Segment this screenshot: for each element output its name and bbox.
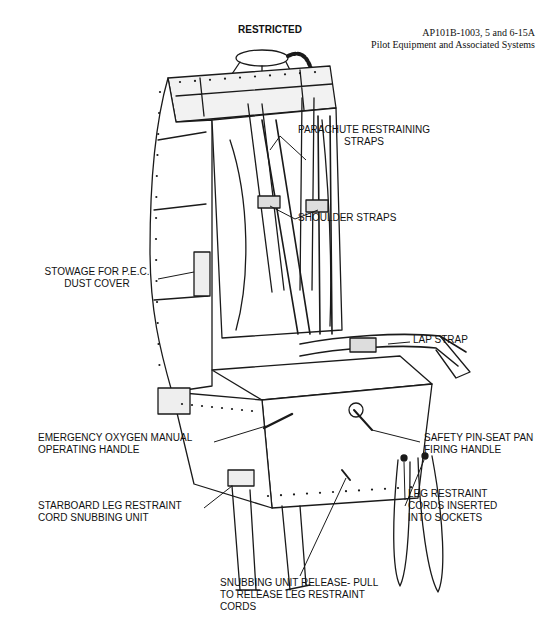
rivet: [306, 493, 308, 495]
strap-buckle: [258, 196, 280, 208]
rivet: [155, 217, 157, 219]
seat-rail: [232, 486, 306, 590]
rivet: [191, 404, 193, 406]
rivet: [156, 154, 158, 156]
rivet: [194, 80, 196, 82]
part-label: SHOULDER STRAPS: [298, 212, 418, 224]
rivet: [155, 259, 157, 261]
rivet: [280, 494, 282, 496]
rivet: [239, 77, 241, 79]
part-label: LEG RESTRAINT CORDS INSERTED INTO SOCKET…: [408, 488, 510, 524]
leader-line: [158, 272, 194, 279]
rivet: [155, 280, 157, 282]
dust-cover-stowage: [194, 252, 210, 296]
part-label: SAFETY PIN-SEAT PAN FIRING HANDLE: [424, 432, 534, 456]
rivet: [231, 408, 233, 410]
page-header: AP101B-1003, 5 and 6-15A: [350, 27, 535, 39]
rivet: [156, 301, 158, 303]
rivet: [332, 491, 334, 493]
oxygen-unit: [158, 388, 190, 414]
rivet: [384, 488, 386, 490]
leg-restraint-cord: [418, 456, 443, 592]
leader-line: [270, 136, 306, 160]
leg-restraint-cord: [394, 460, 410, 586]
rivet: [299, 72, 301, 74]
rivet: [251, 410, 253, 412]
rivet: [314, 71, 316, 73]
rivet: [211, 406, 213, 408]
rivet: [319, 492, 321, 494]
rivet: [371, 489, 373, 491]
rivet: [267, 495, 269, 497]
part-label: STOWAGE FOR P.E.C. DUST COVER: [36, 266, 158, 290]
rivet: [293, 493, 295, 495]
quick-release-box: [350, 338, 376, 352]
headbox-detail: [176, 70, 332, 116]
safety-pin: [354, 410, 372, 430]
shoulder-strap: [262, 116, 332, 334]
rivet: [157, 133, 159, 135]
oxygen-handle: [264, 414, 292, 428]
leader-line: [372, 430, 420, 442]
rivet: [410, 486, 412, 488]
part-label: SNUBBING UNIT RELEASE- PULL TO RELEASE L…: [220, 577, 380, 613]
leader-line: [388, 342, 410, 344]
rivet: [209, 79, 211, 81]
rivet: [358, 489, 360, 491]
rivet: [241, 409, 243, 411]
leader-lines: [158, 136, 424, 576]
rivet: [224, 78, 226, 80]
rivet: [179, 81, 181, 83]
firing-handle-socket: [349, 403, 363, 417]
rivet: [345, 490, 347, 492]
part-label: LAP STRAP: [413, 334, 483, 346]
rivet: [221, 407, 223, 409]
rivet: [269, 74, 271, 76]
cord-socket: [401, 455, 407, 461]
rivet: [397, 487, 399, 489]
page-header: Pilot Equipment and Associated Systems: [330, 39, 535, 51]
part-label: STARBOARD LEG RESTRAINT CORD SNUBBING UN…: [38, 500, 204, 524]
face-blind-handle: [236, 50, 288, 66]
rivet: [155, 238, 157, 240]
leader-line: [204, 486, 232, 508]
rivet: [284, 73, 286, 75]
part-label: EMERGENCY OXYGEN MANUAL OPERATING HANDLE: [38, 432, 213, 456]
page-header: RESTRICTED: [238, 24, 318, 36]
rivet: [155, 196, 157, 198]
part-label: PARACHUTE RESTRAINING STRAPS: [284, 124, 444, 148]
leader-line: [214, 426, 266, 442]
rivet: [159, 91, 161, 93]
rivet: [157, 322, 159, 324]
rivet: [158, 364, 160, 366]
rivet: [158, 112, 160, 114]
seat-pan-front: [262, 384, 432, 508]
leader-line: [404, 460, 424, 506]
side-beam: [150, 78, 212, 392]
rivet: [156, 175, 158, 177]
rivet: [254, 75, 256, 77]
rivet: [181, 403, 183, 405]
leader-line: [300, 478, 346, 576]
snubbing-unit: [228, 470, 254, 486]
rivet: [201, 405, 203, 407]
rivet: [157, 343, 159, 345]
